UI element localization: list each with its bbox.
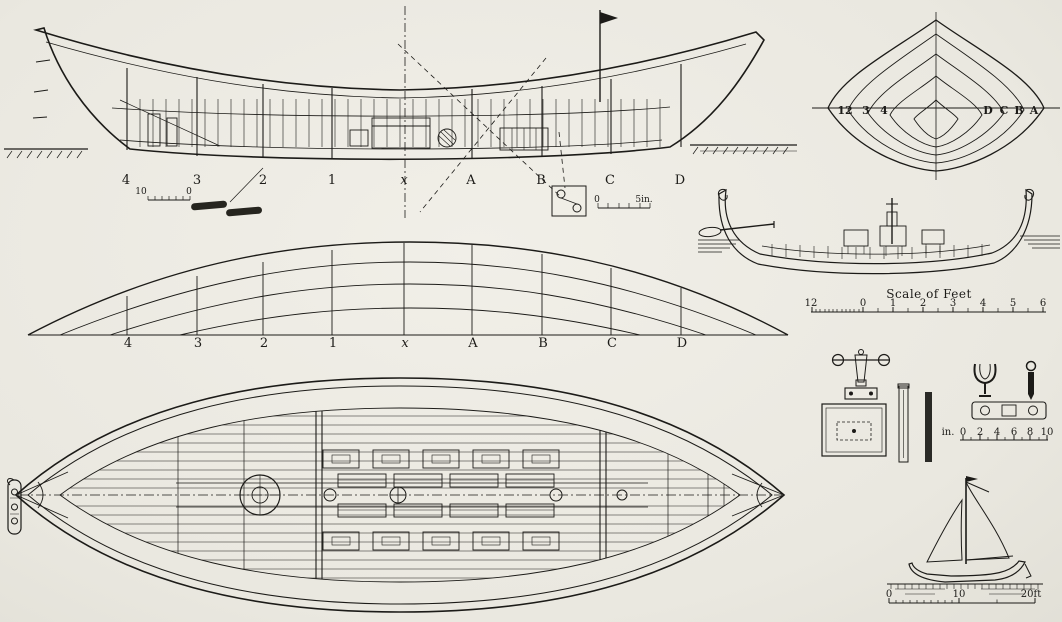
feet-scale-tick: 3 (949, 298, 957, 309)
profile-mast-and-flag (599, 10, 618, 102)
feet-scale-tick: 5 (1009, 298, 1017, 309)
sheer-station-label: 2 (259, 336, 269, 351)
inch-scale-tick: 2 (976, 427, 984, 438)
feet-scale-tick: 12 (804, 298, 818, 309)
inch-scale-tick: 4 (993, 427, 1001, 438)
profile-deck-structures (147, 113, 549, 151)
profile-station-label: 1 (327, 173, 337, 188)
windlass-detail (831, 349, 891, 400)
body-plan-sections (812, 12, 1060, 180)
profile-station-label: C (605, 173, 615, 188)
sailboat-scale-tick: 0 (885, 589, 893, 600)
body-plan-label: A (1029, 104, 1039, 117)
scale-of-feet-ruler (811, 307, 1046, 313)
profile-station-label: 4 (121, 173, 131, 188)
profile-view-drawing (4, 6, 797, 218)
sailboat-scale-tick: 10 (952, 589, 966, 600)
rudder-strap-shape (6, 478, 22, 535)
body-plan-label: 4 (880, 104, 888, 117)
body-plan-label: D (983, 104, 993, 117)
feet-scale-tick: 1 (889, 298, 897, 309)
body-plan-label: 3 (862, 104, 870, 117)
sheer-station-label: A (468, 336, 478, 351)
body-plan-label: 12 (837, 104, 853, 117)
sailboat-scale-ruler (888, 598, 1036, 604)
profile-station-label: A (466, 173, 476, 188)
body-plan-drawing (812, 12, 1060, 180)
inch-scale-label: in. (941, 427, 955, 438)
profile-station-label: 3 (192, 173, 202, 188)
feet-ruler-marks (811, 307, 1046, 313)
sailboat-water (887, 583, 1043, 595)
boat-hull-band (717, 188, 1035, 275)
bilge-keel-pieces (191, 200, 262, 217)
profile-right-scale-tick: 0 (594, 195, 600, 205)
profile-hull-outline (32, 27, 765, 161)
profile-left-scale-tick: 10 (135, 187, 147, 197)
profile-centerline-and-leaders (397, 6, 566, 218)
thole-pin-detail (1025, 360, 1037, 400)
half-breadth-plan-drawing (27, 241, 789, 336)
body-plan-label: B (1014, 104, 1024, 117)
rudder-strap-detail (6, 478, 22, 535)
profile-left-scale-tick: 0 (186, 187, 192, 197)
feet-scale-tick: 6 (1039, 298, 1047, 309)
inch-ruler-marks (960, 435, 1048, 441)
half-breadth-curves (27, 241, 789, 336)
sailboat-hull (908, 560, 1032, 583)
inch-scale-tick: 0 (959, 427, 967, 438)
batten-details (897, 383, 932, 463)
feet-scale-tick: 0 (859, 298, 867, 309)
sheer-station-label: 1 (328, 336, 338, 351)
waterborne-elevation-drawing (698, 188, 1060, 275)
inch-scale-tick: 10 (1040, 427, 1054, 438)
profile-station-label: 2 (258, 173, 268, 188)
profile-left-mini-scale (147, 167, 264, 203)
profile-station-lines (126, 64, 682, 159)
water-hatching (698, 235, 1060, 253)
sheer-station-label: C (607, 336, 617, 351)
profile-waterline (4, 144, 797, 159)
base-plate-detail (821, 403, 887, 457)
body-plan-label: C (999, 104, 1009, 117)
fittings-details-panel (821, 349, 1048, 463)
sheer-station-label: D (676, 336, 688, 351)
profile-station-label: x (400, 173, 408, 188)
sailboat-ruler-marks (888, 598, 1036, 604)
sheer-station-label: 3 (193, 336, 203, 351)
inch-scale-tick: 8 (1026, 427, 1034, 438)
profile-right-scale-tick: 5in. (635, 195, 653, 205)
sheer-station-label: x (401, 336, 409, 351)
feet-scale-tick: 4 (979, 298, 987, 309)
sheer-station-label: B (538, 336, 548, 351)
deck-plan-drawing (14, 377, 786, 613)
sailboat-sketch (887, 476, 1043, 595)
sailboat-rig (926, 476, 1014, 564)
feet-scale-tick: 2 (919, 298, 927, 309)
side-air-cases (322, 449, 560, 551)
center-gratings (337, 473, 555, 518)
scale-of-feet-title: Scale of Feet (886, 287, 972, 301)
inch-scale-tick: 6 (1010, 427, 1018, 438)
rowlock-crutch-detail (973, 363, 997, 397)
profile-station-label: D (674, 173, 686, 188)
oar-scoop (698, 221, 775, 238)
holed-plate-detail (971, 401, 1047, 420)
sheer-station-label: 4 (123, 336, 133, 351)
sailboat-scale-tick: 20ft (1020, 589, 1042, 600)
profile-frames (119, 99, 661, 147)
profile-fitting-detail (551, 185, 651, 217)
profile-station-label: B (536, 173, 546, 188)
deck-fittings (15, 471, 785, 519)
